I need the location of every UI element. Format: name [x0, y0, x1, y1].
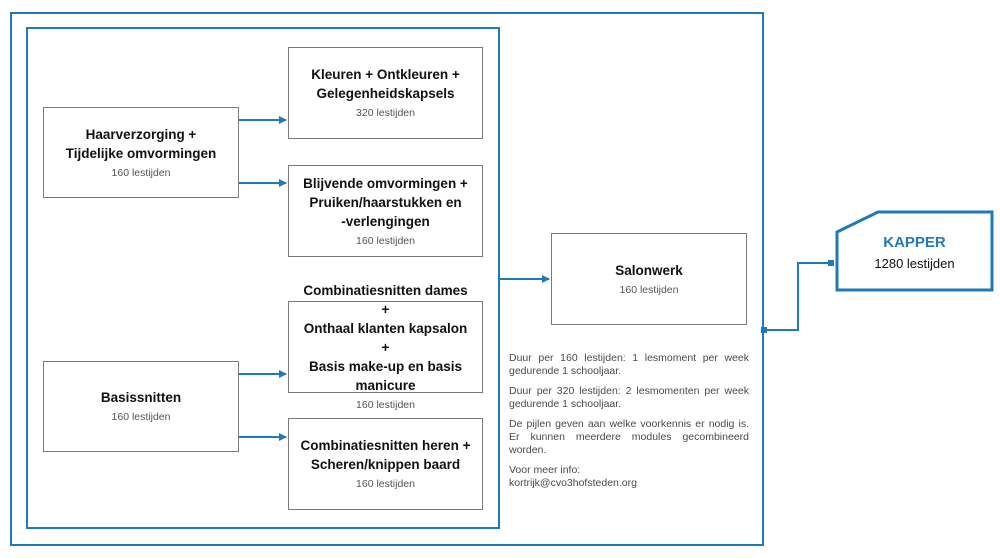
- module-title-line: Salonwerk: [615, 262, 683, 278]
- modules-frame: [26, 27, 500, 529]
- module-title-line: Gelegenheidskapsels: [316, 86, 455, 101]
- module-combinatiesnitten-dames: Combinatiesnitten dames + Onthaal klante…: [288, 283, 483, 411]
- module-salonwerk: Salonwerk 160 lestijden: [551, 233, 747, 325]
- module-hours: 160 lestijden: [619, 283, 679, 296]
- contact-email: kortrijk@cvo3hofsteden.org: [509, 477, 637, 489]
- module-title-line: Basissnitten: [100, 390, 182, 405]
- module-hours: 160 lestijden: [111, 411, 171, 423]
- module-hours: 160 lestijden: [356, 399, 415, 411]
- module-kleuren: Kleuren + Ontkleuren + Gelegenheidskapse…: [288, 47, 483, 139]
- connector-program-to-kapper: [764, 262, 832, 331]
- module-hours: 160 lestijden: [111, 166, 171, 179]
- arrows-note: De pijlen geven aan welke voorkennis er …: [509, 418, 749, 456]
- kapper-badge: KAPPER 1280 lestijden: [837, 212, 992, 292]
- kapper-hours: 1280 lestijden: [874, 256, 955, 271]
- module-title-line: Scheren/knippen baard: [310, 457, 461, 472]
- more-info-label: Voor meer info:: [509, 464, 581, 476]
- module-hours: 320 lestijden: [356, 107, 415, 119]
- connector-end-square-right: [828, 260, 834, 266]
- module-title-line: Blijvende omvormingen +: [303, 175, 468, 191]
- module-haarverzorging: Haarverzorging + Tijdelijke omvormingen …: [43, 107, 239, 198]
- module-title-line: Tijdelijke omvormingen: [65, 145, 217, 161]
- module-title-line: Kleuren + Ontkleuren +: [311, 67, 460, 82]
- module-combinatiesnitten-heren: Combinatiesnitten heren + Scheren/knippe…: [288, 418, 483, 510]
- outer-program-frame: [10, 12, 764, 546]
- module-title-line: Combinatiesnitten heren +: [300, 438, 471, 453]
- module-title-line: Haarverzorging +: [85, 126, 197, 142]
- more-info: Voor meer info: kortrijk@cvo3hofsteden.o…: [509, 464, 749, 490]
- module-title-line: Pruiken/haarstukken en: [309, 194, 462, 210]
- module-title-line: manicure: [355, 378, 416, 393]
- module-blijvende-omvormingen: Blijvende omvormingen + Pruiken/haarstuk…: [288, 165, 483, 257]
- kapper-title: KAPPER: [883, 234, 946, 251]
- duration-note-160: Duur per 160 lestijden: 1 lesmoment per …: [509, 352, 749, 377]
- module-title-line: Basis make-up en basis: [308, 359, 463, 374]
- module-title-line: Onthaal klanten kapsalon +: [303, 321, 468, 355]
- module-title-line: Combinatiesnitten dames +: [303, 283, 468, 317]
- module-basissnitten: Basissnitten 160 lestijden: [43, 361, 239, 452]
- module-hours: 160 lestijden: [356, 478, 415, 490]
- module-title-line: -verlengingen: [341, 213, 430, 229]
- module-hours: 160 lestijden: [356, 234, 415, 247]
- info-notes: Duur per 160 lestijden: 1 lesmoment per …: [509, 352, 749, 497]
- duration-note-320: Duur per 320 lestijden: 2 lesmomenten pe…: [509, 385, 749, 410]
